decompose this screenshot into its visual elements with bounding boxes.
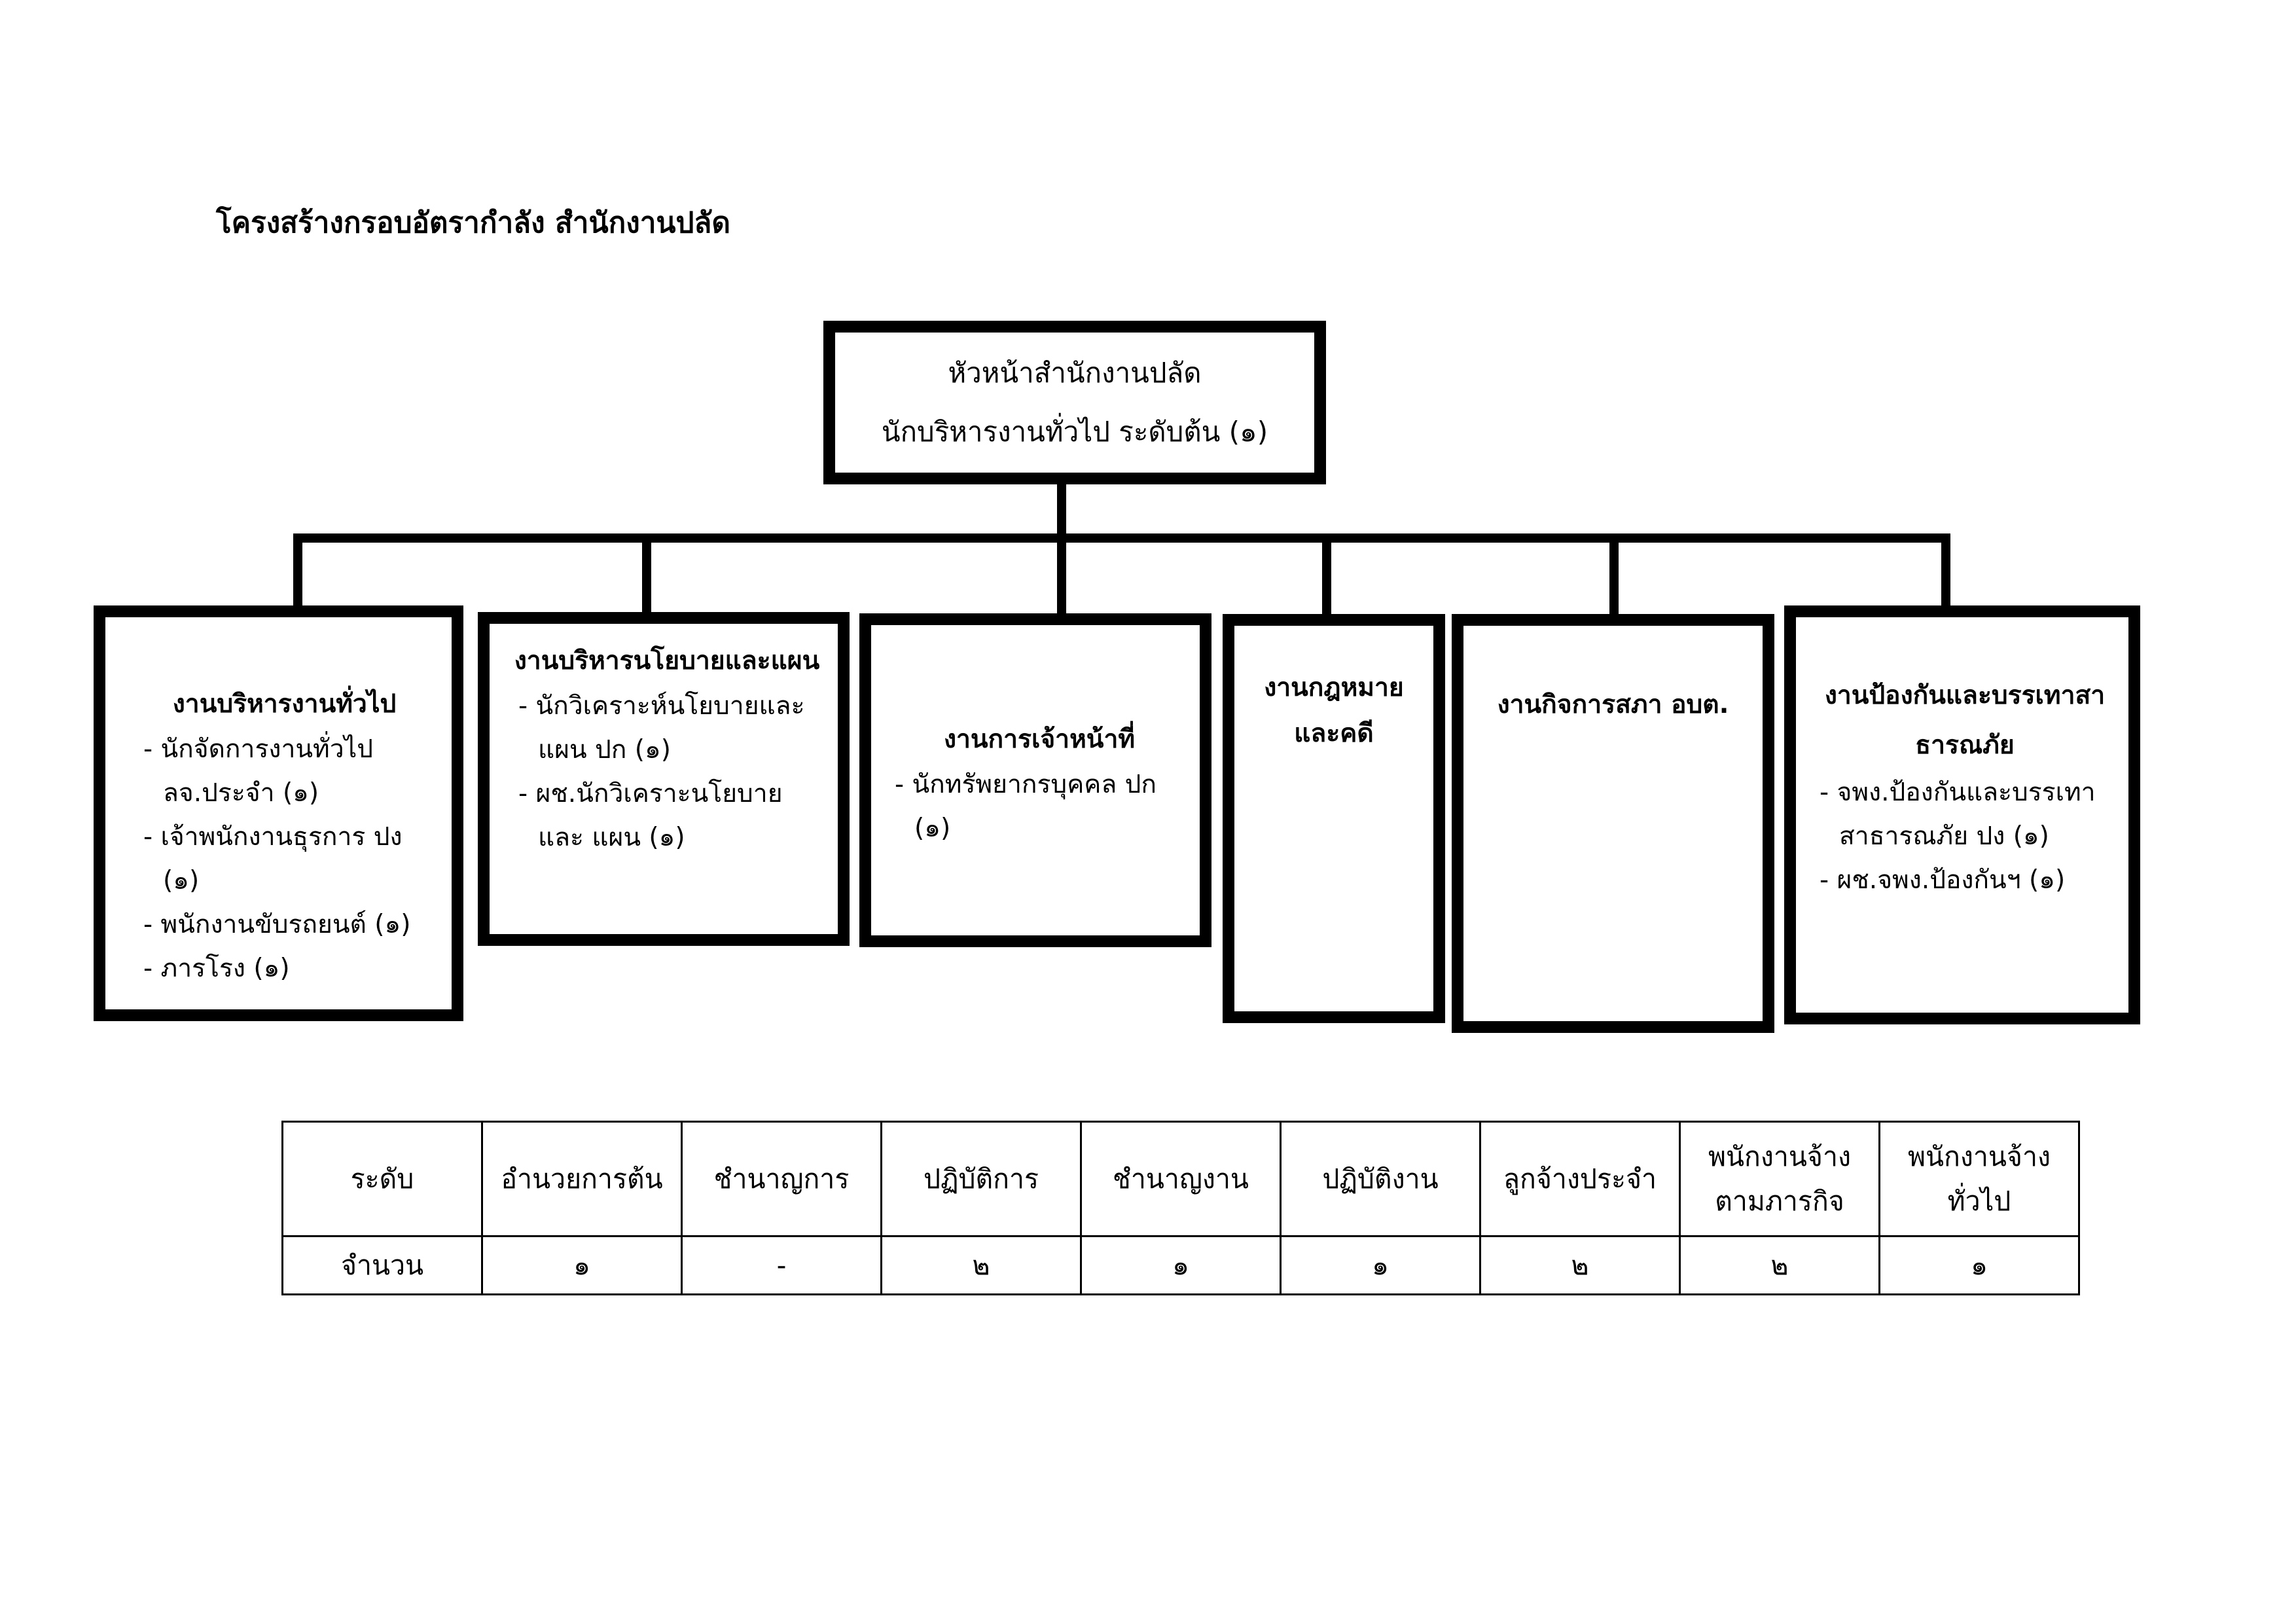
dept-council-affairs-box: งานกิจการสภา อบต.: [1452, 614, 1774, 1033]
dept-general-admin-box: งานบริหารงานทั่วไป นักจัดการงานทั่วไป ลจ…: [94, 605, 463, 1021]
staff-item: ผช.นักวิเคราะนโยบายและ แผน (๑): [509, 772, 825, 859]
table-header-cell: ชำนาญงาน: [1080, 1121, 1282, 1237]
dept-legal-box: งานกฎหมาย และคดี: [1223, 614, 1445, 1023]
table-header-cell: อำนวยการต้น: [481, 1121, 683, 1237]
dept-disaster-prevention-box: งานป้องกันและบรรเทาสา ธารณภัย จพง.ป้องกั…: [1784, 605, 2140, 1024]
table-cell: ๒: [1679, 1235, 1880, 1295]
table-cell: ๒: [880, 1235, 1082, 1295]
dept-title: งานป้องกันและบรรเทาสา ธารณภัย: [1824, 681, 2106, 760]
table-row: จำนวน ๑ - ๒ ๑ ๑ ๒ ๒ ๑: [281, 1235, 2080, 1295]
table-header-cell: ชำนาญการ: [681, 1121, 882, 1237]
head-title: หัวหน้าสำนักงานปลัด: [948, 357, 1202, 389]
staff-list: นักจัดการงานทั่วไป ลจ.ประจำ (๑) เจ้าพนัก…: [134, 727, 435, 990]
table-cell: ๑: [481, 1235, 683, 1295]
head-position: นักบริหารงานทั่วไป ระดับต้น (๑): [881, 416, 1268, 448]
staff-item: นักจัดการงานทั่วไป ลจ.ประจำ (๑): [134, 727, 435, 815]
table-header-cell: พนักงานจ้าง ตามภารกิจ: [1679, 1121, 1880, 1237]
table-header-cell: ปฏิบัติงาน: [1280, 1121, 1481, 1237]
dept-policy-plan-box: งานบริหารนโยบายและแผน นักวิเคราะห์นโยบาย…: [478, 612, 850, 946]
table-header-row: ระดับ อำนวยการต้น ชำนาญการ ปฏิบัติการ ชำ…: [281, 1121, 2080, 1237]
staff-item: จพง.ป้องกันและบรรเทา สาธารณภัย ปง (๑): [1810, 770, 2119, 858]
dept-title: งานกฎหมาย และคดี: [1264, 673, 1404, 748]
staff-list: นักวิเคราะห์นโยบายและ แผน ปก (๑) ผช.นักว…: [509, 684, 825, 859]
table-header-cell: ระดับ: [281, 1121, 483, 1237]
dept-title: งานกิจการสภา อบต.: [1497, 690, 1729, 719]
staff-list: จพง.ป้องกันและบรรเทา สาธารณภัย ปง (๑) ผช…: [1810, 770, 2119, 902]
table-cell: ๒: [1479, 1235, 1681, 1295]
table-cell: จำนวน: [281, 1235, 483, 1295]
dept-title: งานบริหารนโยบายและแผน: [514, 646, 820, 676]
staff-level-table: ระดับ อำนวยการต้น ชำนาญการ ปฏิบัติการ ชำ…: [281, 1121, 2080, 1295]
table-cell: ๑: [1878, 1235, 2080, 1295]
staff-item: นักวิเคราะห์นโยบายและ แผน ปก (๑): [509, 684, 825, 772]
dept-title: งานบริหารงานทั่วไป: [172, 689, 397, 719]
table-cell: ๑: [1080, 1235, 1282, 1295]
staff-item: นักทรัพยากรบุคคล ปก (๑): [886, 763, 1193, 850]
head-of-office-box: หัวหน้าสำนักงานปลัด นักบริหารงานทั่วไป ร…: [823, 321, 1326, 484]
dept-personnel-box: งานการเจ้าหน้าที่ นักทรัพยากรบุคคล ปก (๑…: [859, 613, 1211, 947]
table-header-cell: ลูกจ้างประจำ: [1479, 1121, 1681, 1237]
dept-title: งานการเจ้าหน้าที่: [943, 725, 1136, 754]
table-header-cell: พนักงานจ้าง ทั่วไป: [1878, 1121, 2080, 1237]
table-header-cell: ปฏิบัติการ: [880, 1121, 1082, 1237]
staff-item: พนักงานขับรถยนต์ (๑): [134, 903, 435, 947]
page-title: โครงสร้างกรอบอัตรากำลัง สำนักงานปลัด: [216, 206, 730, 240]
staff-item: เจ้าพนักงานธุรการ ปง (๑): [134, 815, 435, 903]
table-cell: ๑: [1280, 1235, 1481, 1295]
staff-item: ผช.จพง.ป้องกันฯ (๑): [1810, 858, 2119, 902]
staff-list: นักทรัพยากรบุคคล ปก (๑): [886, 763, 1193, 850]
staff-item: ภารโรง (๑): [134, 947, 435, 990]
table-cell: -: [681, 1235, 882, 1295]
